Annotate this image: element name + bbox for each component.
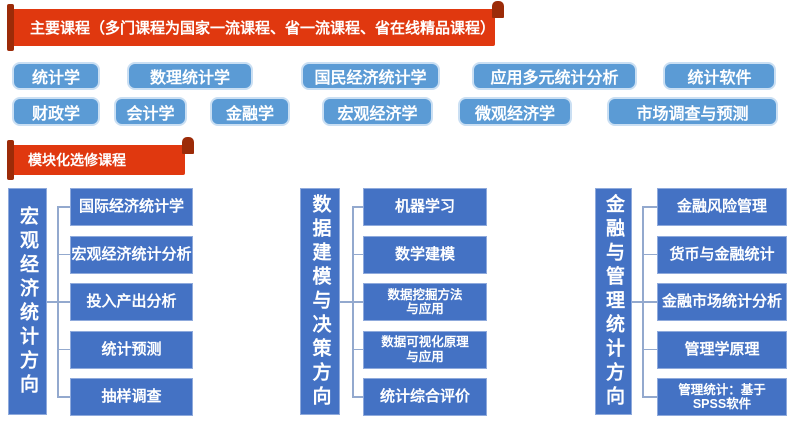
ribbon-fold <box>7 140 14 180</box>
course-box: 数据挖掘方法 与应用 <box>363 283 487 321</box>
main-courses-banner-label: 主要课程（多门课程为国家一流课程、省一流课程、省在线精品课程） <box>30 20 496 37</box>
connector-branch <box>352 396 363 398</box>
core-course-button: 统计学 <box>12 62 100 90</box>
course-box: 机器学习 <box>363 188 487 226</box>
connector-stub <box>47 301 57 303</box>
connector-branch <box>642 206 657 208</box>
connector-branch <box>352 348 363 351</box>
course-box: 金融风险管理 <box>657 188 787 226</box>
course-box: 宏观经济统计分析 <box>70 235 193 274</box>
core-course-button: 宏观经济学 <box>322 97 433 126</box>
core-course-button: 数理统计学 <box>127 62 253 90</box>
course-box: 货币与金融统计 <box>657 235 787 274</box>
connector-branch <box>57 348 70 351</box>
connector-branch <box>642 348 657 351</box>
connector-branch <box>57 206 70 208</box>
connector-branch <box>642 396 657 398</box>
core-course-button: 国民经济统计学 <box>301 62 440 90</box>
core-course-button: 市场调查与预测 <box>607 97 778 126</box>
connector-branch <box>642 301 657 303</box>
connector-branch <box>352 253 363 256</box>
elective-courses-banner-label: 模块化选修课程 <box>28 152 126 168</box>
core-course-button: 会计学 <box>114 97 187 126</box>
course-box: 数学建模 <box>363 235 487 274</box>
core-course-button: 金融学 <box>210 97 290 126</box>
direction-box: 宏观经济统计方向 <box>8 188 47 415</box>
module-column: 数据建模与决策方向机器学习数学建模数据挖掘方法 与应用数据可视化原理 与应用统计… <box>300 188 487 416</box>
connector-branch <box>642 253 657 256</box>
course-box: 抽样调查 <box>70 378 193 416</box>
course-box: 统计综合评价 <box>363 378 487 416</box>
connector-branch <box>57 301 70 303</box>
main-courses-banner: 主要课程（多门课程为国家一流课程、省一流课程、省在线精品课程） <box>7 1 504 51</box>
direction-box: 金融与管理统计方向 <box>595 188 632 415</box>
elective-courses-banner: 模块化选修课程 <box>7 137 194 180</box>
ribbon-curl <box>492 1 504 18</box>
course-box: 管理学原理 <box>657 330 787 369</box>
module-column: 宏观经济统计方向国际经济统计学宏观经济统计分析投入产出分析统计预测抽样调查 <box>8 188 193 416</box>
connector-stub <box>632 301 642 303</box>
ribbon-curl <box>182 137 194 154</box>
course-box: 管理统计：基于 SPSS软件 <box>657 378 787 416</box>
module-column: 金融与管理统计方向金融风险管理货币与金融统计金融市场统计分析管理学原理管理统计：… <box>595 188 787 416</box>
core-course-button: 微观经济学 <box>458 97 572 126</box>
course-box: 投入产出分析 <box>70 283 193 321</box>
direction-box: 数据建模与决策方向 <box>300 188 340 415</box>
connector-branch <box>352 301 363 303</box>
connector-branch <box>57 396 70 398</box>
connector-stub <box>340 301 352 303</box>
core-course-button: 应用多元统计分析 <box>472 62 637 90</box>
course-box: 统计预测 <box>70 330 193 369</box>
ribbon-fold <box>7 4 14 51</box>
connector-branch <box>57 253 70 256</box>
connector-branch <box>352 206 363 208</box>
course-box: 数据可视化原理 与应用 <box>363 330 487 369</box>
core-course-button: 统计软件 <box>663 62 776 90</box>
course-box: 国际经济统计学 <box>70 188 193 226</box>
core-course-button: 财政学 <box>12 97 100 126</box>
course-box: 金融市场统计分析 <box>657 283 787 321</box>
